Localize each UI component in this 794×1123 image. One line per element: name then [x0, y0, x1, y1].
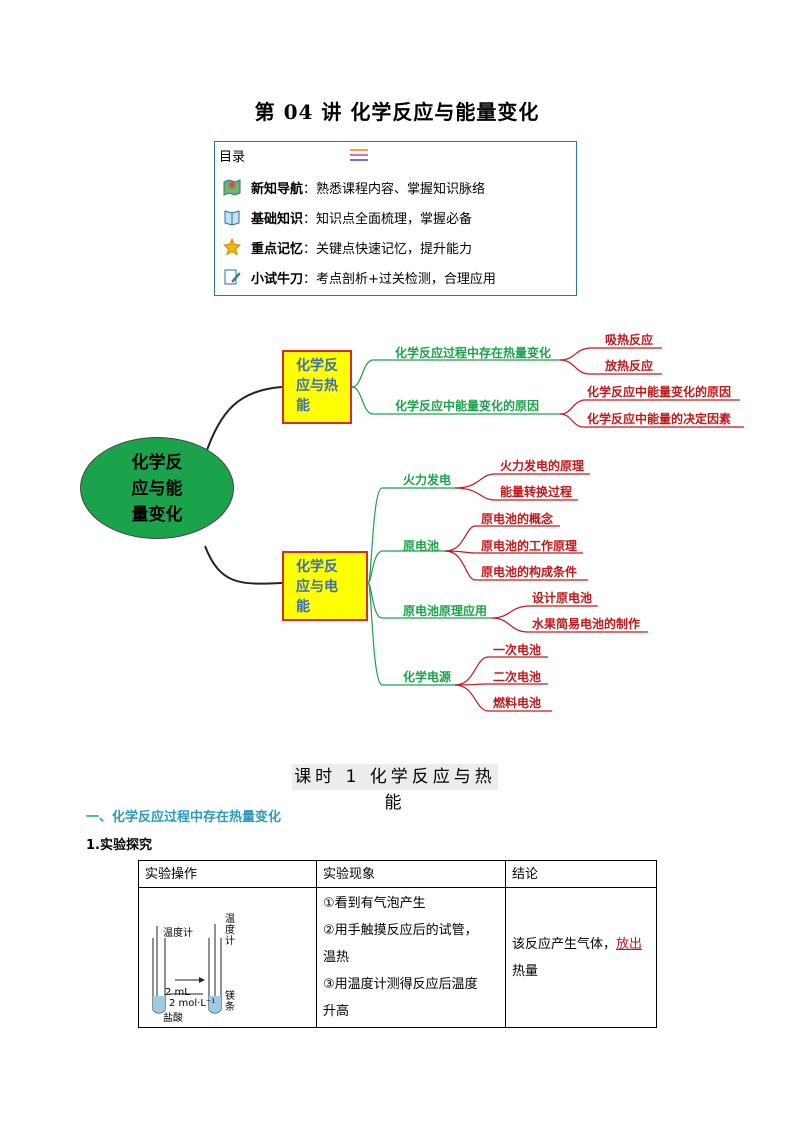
mindmap-branch-heat: 化学反应与热能 [282, 350, 352, 424]
mindmap-node: 原电池原理应用 [403, 604, 488, 618]
section-heading: 一、化学反应过程中存在热量变化 [86, 810, 282, 825]
mindmap-leaf: 火力发电的原理 [500, 459, 585, 473]
experiment-apparatus-figure [152, 924, 222, 1014]
mindmap-leaf: 原电池的构成条件 [481, 565, 578, 579]
experiment-figure-cell: 温度计 温度计 2 mL 2 mol·L⁻¹ 盐酸 镁条 [138, 887, 317, 1028]
mindmap-node: 化学电源 [403, 670, 452, 684]
mindmap-connectors [204, 347, 744, 712]
list-icon [350, 149, 368, 161]
mindmap-leaf: 设计原电池 [532, 591, 593, 605]
pencil-icon [224, 269, 241, 285]
toc-item: 重点记忆：关键点快速记忆，提升能力 [223, 237, 472, 257]
toc-item: 新知导航：熟悉课程内容、掌握知识脉络 [223, 177, 485, 197]
book-icon [224, 210, 240, 226]
mindmap-branch-electric: 化学反应与电能 [282, 551, 368, 621]
mindmap-node: 火力发电 [403, 473, 452, 487]
star-icon [223, 238, 241, 256]
mindmap-leaf: 燃料电池 [493, 696, 542, 710]
mindmap-leaf: 吸热反应 [605, 333, 654, 347]
phenomena-cell: ①看到有气泡产生 ②用手触摸反应后的试管， 温热 ③用温度计测得反应后温度 升高 [316, 887, 506, 1028]
table-header: 结论 [505, 860, 657, 888]
toc-item: 小试牛刀：考点剖析+过关检测，合理应用 [223, 267, 496, 287]
mindmap-leaf: 原电池的概念 [481, 512, 554, 526]
mindmap-leaf: 二次电池 [493, 670, 542, 684]
mindmap-leaf: 放热反应 [605, 359, 654, 373]
table-header: 实验现象 [316, 860, 506, 888]
mindmap-node: 化学反应中能量变化的原因 [395, 399, 540, 413]
mindmap-leaf: 水果简易电池的制作 [532, 617, 641, 631]
mindmap-leaf: 原电池的工作原理 [481, 539, 578, 553]
page-title: 第 04 讲 化学反应与能量变化 [254, 100, 540, 124]
table-header: 实验操作 [138, 860, 317, 888]
conclusion-cell: 该反应产生气体，放出热量 [505, 887, 657, 1028]
mindmap-leaf: 能量转换过程 [500, 485, 573, 499]
answer-blank: 放出 [616, 936, 643, 952]
mindmap-node: 化学反应过程中存在热量变化 [395, 346, 552, 360]
experiment-table: 实验操作 实验现象 结论 温度计 温度计 2 mL 2 mol· [138, 860, 657, 1028]
table-of-contents: 目录 新知导航：熟悉课程内容、掌握知识脉络 基础知识：知识点全面梳理，掌握必备 … [214, 141, 577, 296]
mindmap-leaf: 一次电池 [493, 643, 542, 657]
lesson-heading: 课时 1 化学反应与热能 [292, 764, 498, 813]
toc-item: 基础知识：知识点全面梳理，掌握必备 [223, 207, 472, 227]
map-icon [223, 179, 241, 196]
mindmap-leaf: 化学反应中能量变化的原因 [587, 385, 732, 399]
mindmap-node: 原电池 [403, 539, 440, 553]
mindmap-root: 化学反应与能量变化 [80, 437, 234, 539]
subsection-heading: 1.实验探究 [86, 838, 152, 853]
mindmap-leaf: 化学反应中能量的决定因素 [587, 412, 732, 426]
toc-heading: 目录 [219, 150, 246, 165]
